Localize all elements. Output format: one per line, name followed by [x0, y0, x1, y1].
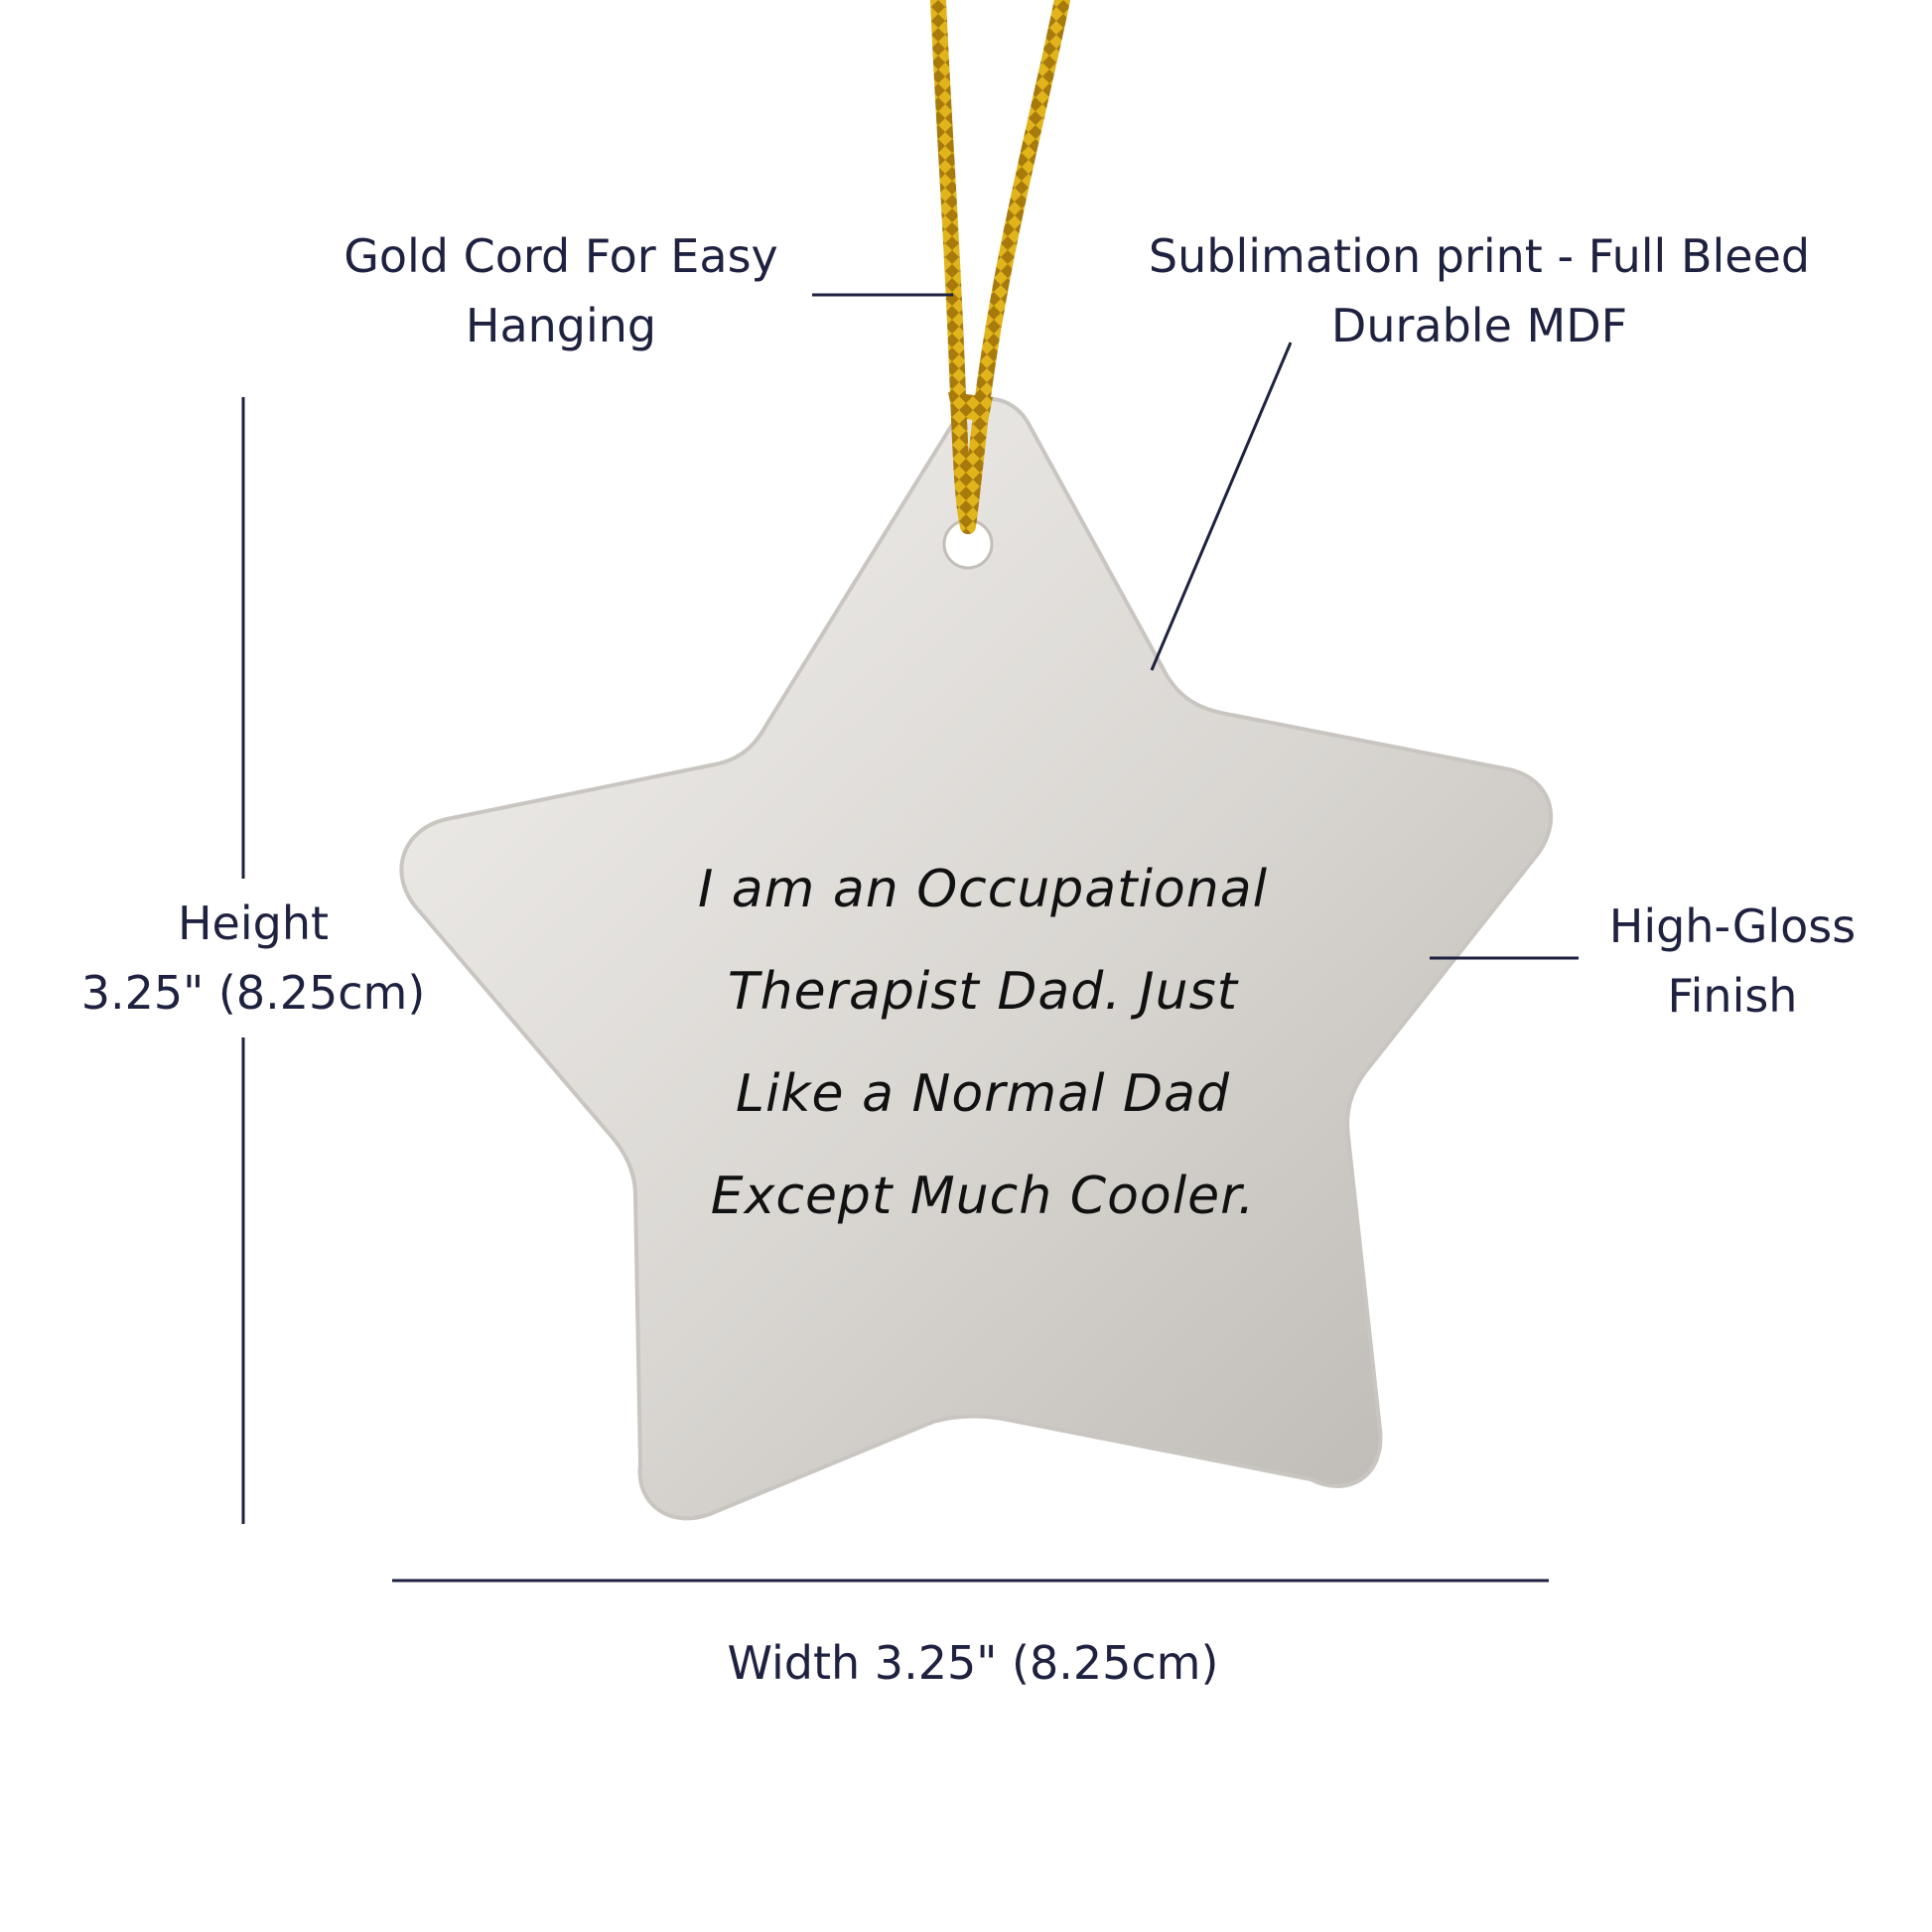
- ornament-line-1: I am an Occupational: [697, 860, 1269, 919]
- print-label-line2: Durable MDF: [1330, 299, 1628, 352]
- finish-label-line2: Finish: [1667, 969, 1798, 1023]
- print-label: Sublimation print - Full Bleed Durable M…: [1122, 221, 1837, 360]
- ornament-message: I am an Occupational Therapist Dad. Just…: [635, 839, 1330, 1248]
- finish-label: High-Gloss Finish: [1588, 892, 1876, 1031]
- print-label-line1: Sublimation print - Full Bleed: [1148, 229, 1811, 283]
- height-label-line2: 3.25" (8.25cm): [80, 966, 426, 1020]
- cord-label-line1: Gold Cord For Easy: [344, 229, 778, 283]
- height-label-line1: Height: [177, 897, 330, 950]
- cord-label: Gold Cord For Easy Hanging: [318, 221, 804, 360]
- ornament-line-4: Except Much Cooler.: [710, 1167, 1256, 1226]
- star-ornament-shape: [399, 396, 1554, 1521]
- width-label: Width 3.25" (8.25cm): [655, 1628, 1291, 1698]
- gold-cord-strand-right: [960, 0, 1070, 534]
- gold-cord-strand-left: [930, 0, 976, 534]
- ornament-line-2: Therapist Dad. Just: [727, 962, 1239, 1022]
- gold-cord-knot: [948, 392, 993, 422]
- ornament-line-3: Like a Normal Dad: [736, 1064, 1230, 1124]
- finish-label-line1: High-Gloss: [1608, 899, 1857, 953]
- height-label: Height 3.25" (8.25cm): [55, 889, 452, 1028]
- cord-label-line2: Hanging: [465, 299, 657, 352]
- width-label-line1: Width 3.25" (8.25cm): [727, 1636, 1219, 1690]
- print-leader-line: [1150, 342, 1293, 671]
